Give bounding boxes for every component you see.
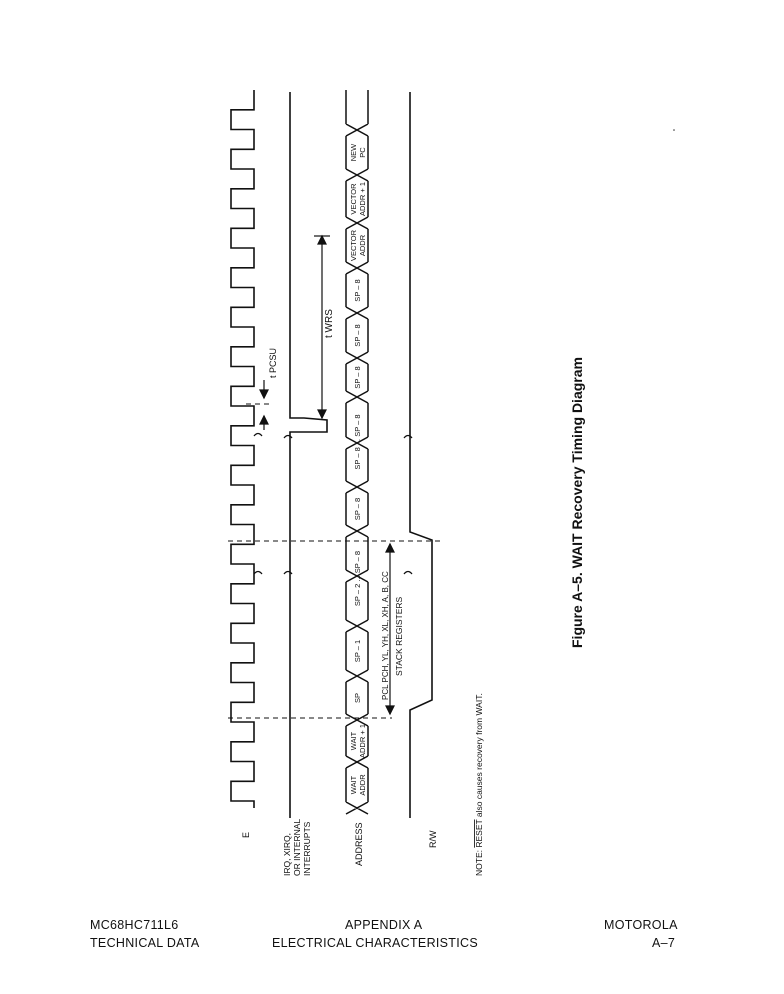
address-bus-label: SP [353,693,362,703]
footer-right-line1: MOTOROLA [604,918,678,932]
irq-breaks [283,434,293,575]
figure-note: NOTE: RESET also causes recovery from WA… [474,693,484,876]
rw-breaks [403,434,413,575]
address-bus-label: SP – 8 [353,324,362,346]
t-pcsu-marker [259,380,269,430]
stack-registers-label: STACK REGISTERS [394,596,404,676]
e-clock-waveform [230,90,255,808]
address-bus-label: ADDR + 1 [358,182,367,216]
address-bus-outline [345,90,369,815]
reset-overbar-text: RESET [474,819,484,847]
rw-waveform [409,92,433,818]
address-bus-label: ADDR [358,774,367,796]
address-bus-label: ADDR + 1 [358,724,367,758]
footer-right-line2: A–7 [652,936,676,950]
address-bus-label: SP – 8 [353,279,362,301]
t-wrs-arrow [314,234,330,420]
footer-left-line1: MC68HC711L6 [90,918,179,932]
address-bus-label: WAIT [349,731,358,750]
address-bus-label: SP – 8 [353,498,362,520]
address-bus [345,90,369,815]
address-bus-label: VECTOR [349,183,358,215]
stack-registers-arrow [385,542,395,716]
stack-registers-list: PCL PCH, YL, YH, XL, XH, A, B, CC [381,571,390,700]
footer-left-line2: TECHNICAL DATA [90,936,200,950]
footer-center-line2: ELECTRICAL CHARACTERISTICS [272,936,478,950]
footer-center-line1: APPENDIX A [345,918,423,932]
e-clock-breaks [253,432,263,575]
signal-label-rw: R/W [428,830,438,848]
signal-label-irq-1: IRQ, XIRQ, [282,833,292,876]
address-bus-label: VECTOR [349,229,358,261]
address-bus-label: SP – 8 [353,366,362,388]
signal-label-address: ADDRESS [354,822,364,866]
address-bus-label: PC [358,147,367,158]
address-bus-label: SP – 8 ... SP – 8 [353,414,362,469]
irq-waveform [289,92,328,818]
address-bus-label: SP – 1 [353,640,362,662]
figure-caption: Figure A–5. WAIT Recovery Timing Diagram [569,357,585,648]
signal-label-irq-3: INTERRUPTS [302,821,312,876]
t-pcsu-label: t PCSU [268,348,278,378]
address-bus-label: ADDR [358,234,367,256]
scan-speck [673,129,675,131]
signal-label-irq-2: OR INTERNAL [292,819,302,876]
t-wrs-label: t WRS [324,309,335,338]
reference-dashed-lines [228,403,440,719]
address-bus-label: NEW [349,143,358,161]
signal-label-e: E [241,832,251,838]
address-bus-label: SP – 2 ... SP – 8 [353,551,362,606]
address-bus-label: WAIT [349,775,358,794]
